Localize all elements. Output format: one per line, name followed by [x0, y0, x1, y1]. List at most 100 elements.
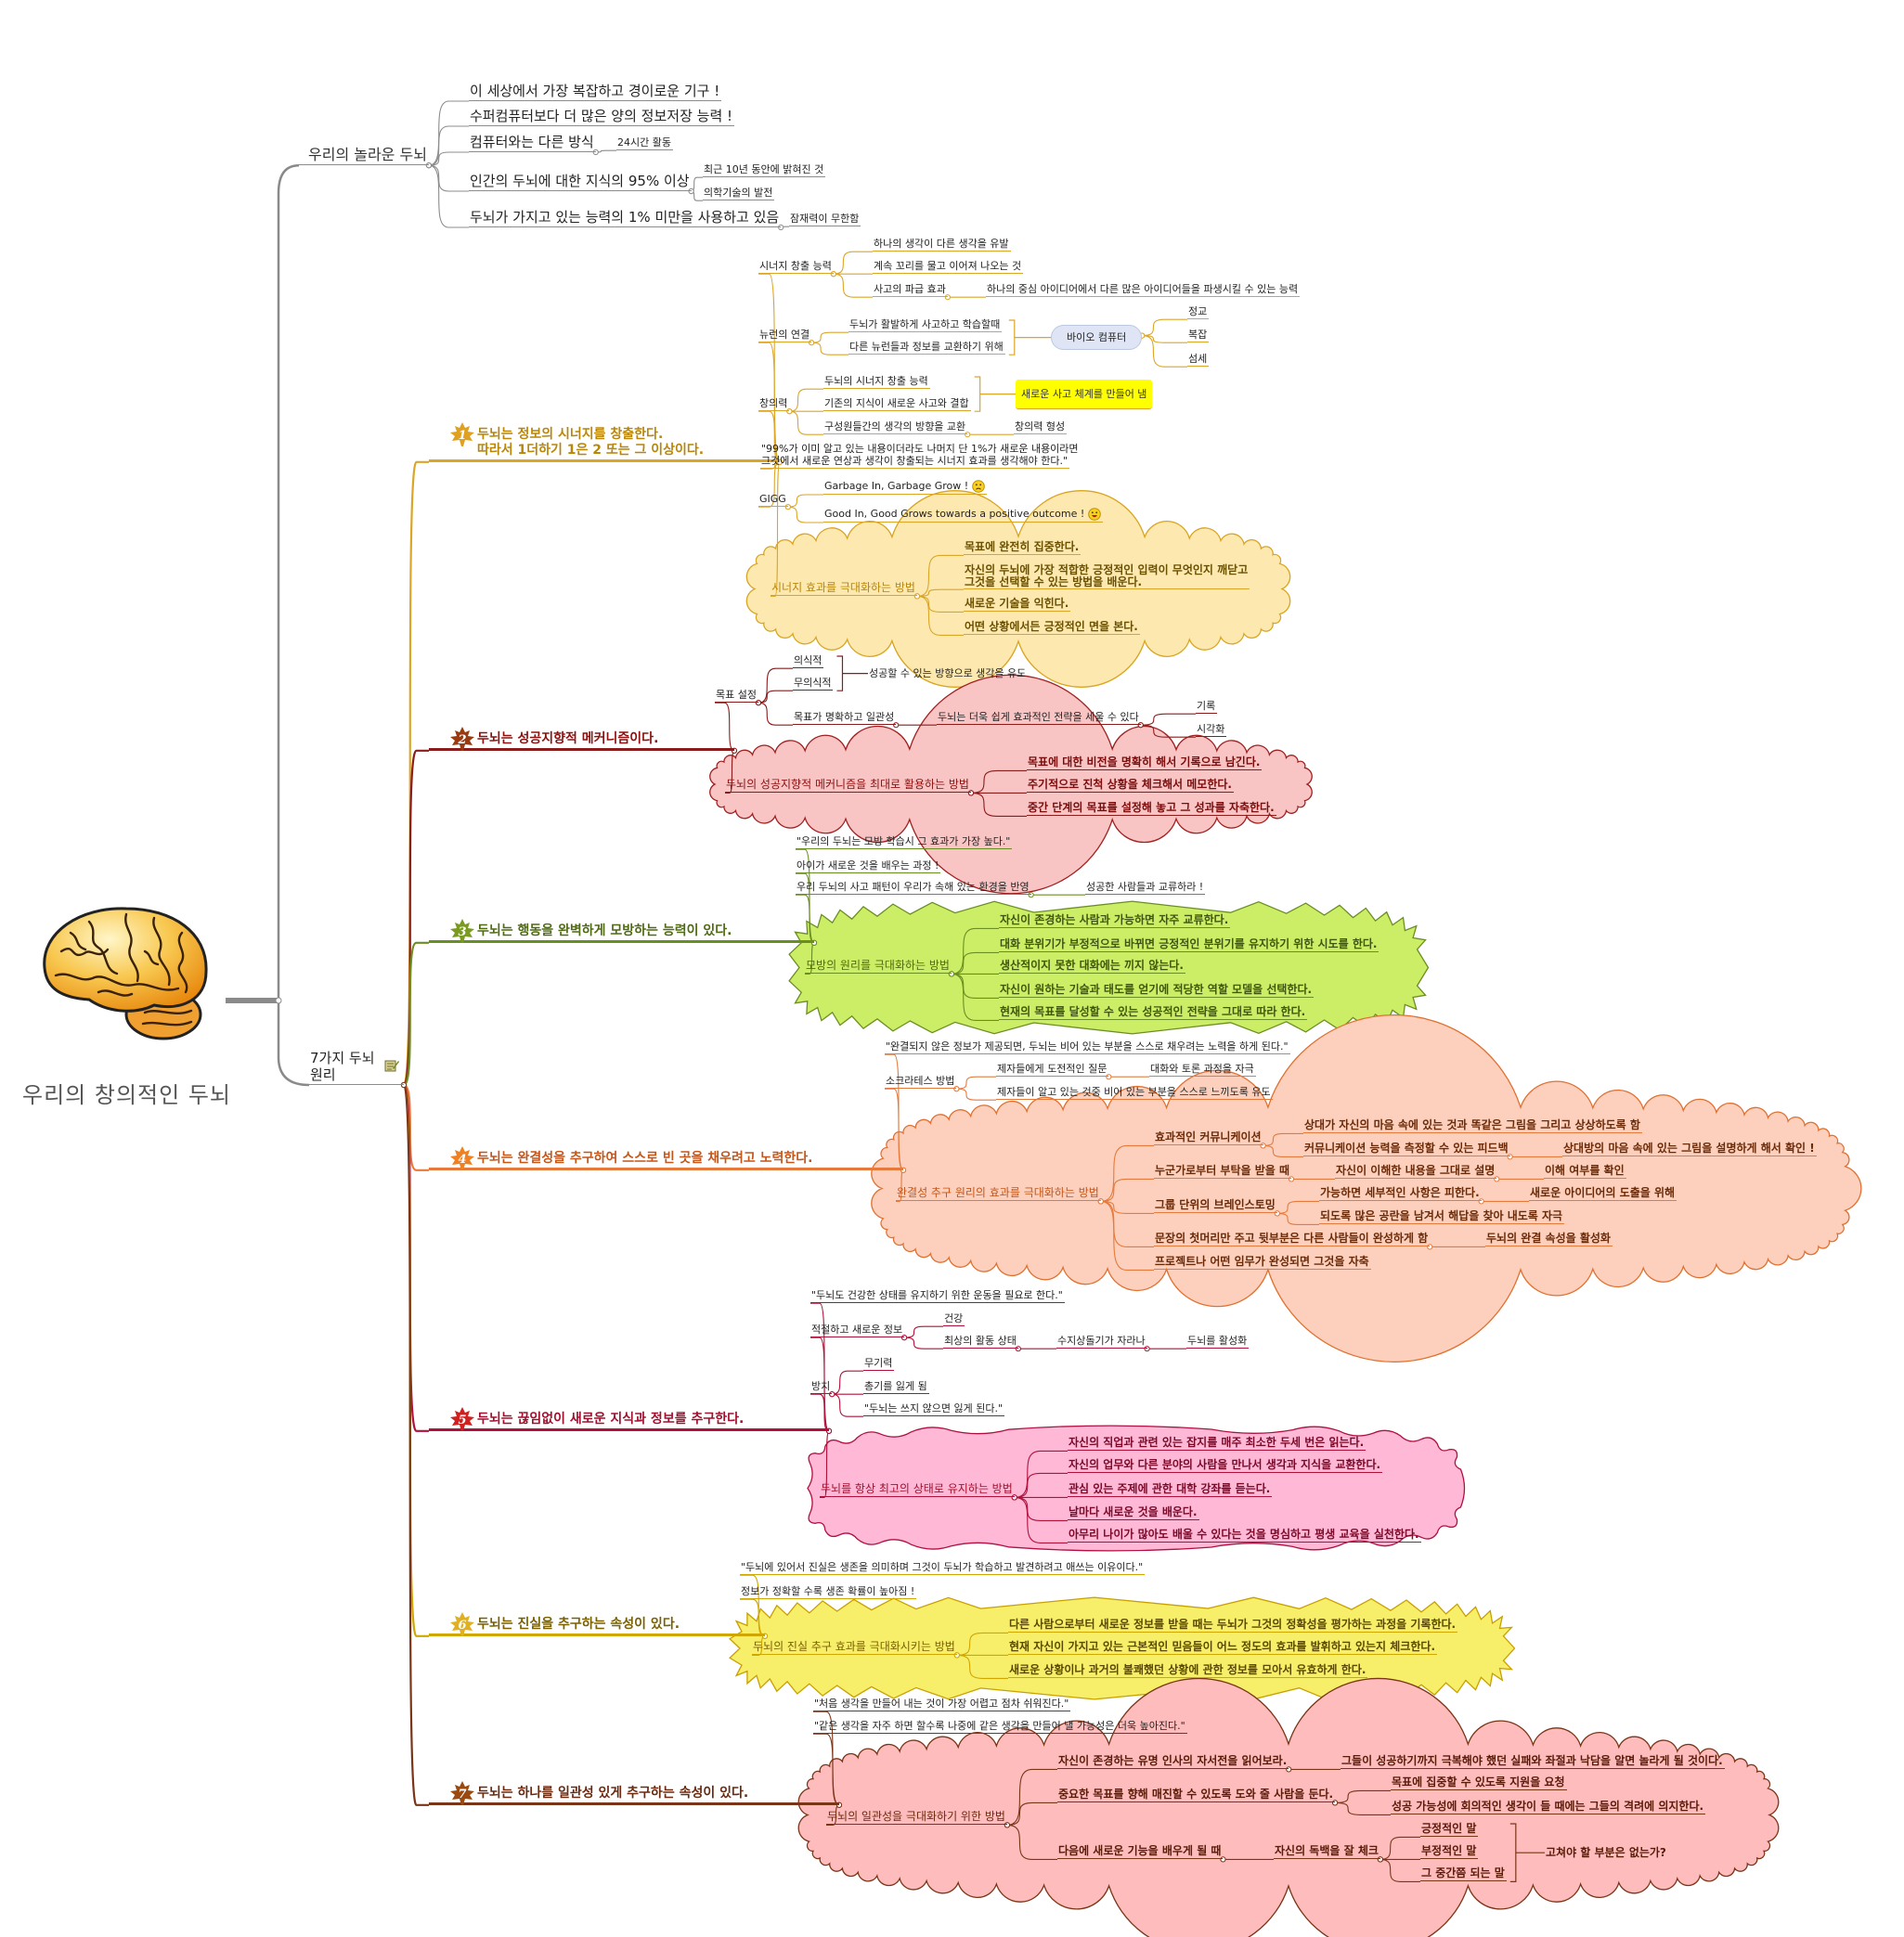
cloud-topic-s6m1[interactable]: 다른 사람으로부터 새로운 정보를 받을 때는 두뇌가 그것의 정확성을 평가하…	[1008, 1618, 1458, 1634]
topic-s2a3r1[interactable]: 기록	[1196, 700, 1218, 715]
cloud-topic-s5m5[interactable]: 아무리 나이가 많아도 배울 수 있다는 것을 명심하고 평생 교육을 실천한다…	[1068, 1528, 1421, 1543]
topic-s1b[interactable]: 뉴런의 연결	[758, 329, 812, 343]
cloud-topic-s2b3[interactable]: 중간 단계의 목표를 설정해 놓고 그 성과를 자축한다.	[1027, 801, 1276, 817]
principle-topic-m7[interactable]: 두뇌는 하나를 일관성 있게 추구하는 속성이 있다.7	[429, 1781, 839, 1805]
topic-s1c2[interactable]: 기존의 지식이 새로운 사고와 결합	[823, 397, 971, 412]
principle-topic-m1b[interactable]: 따라서 1더하기 1은 2 또는 그 이상이다.	[429, 443, 780, 462]
topic-s3n3r[interactable]: 성공한 사람들과 교류하라 !	[1085, 881, 1206, 896]
topic-s2a3[interactable]: 목표가 명확하고 일관성	[793, 711, 897, 726]
topic-a3[interactable]: 컴퓨터와는 다른 방식	[469, 134, 596, 152]
topic-s5c1[interactable]: 수지상돌기가 자라나	[1056, 1335, 1147, 1349]
topic-s2a[interactable]: 목표 설정	[715, 689, 758, 704]
cloud-topic-s1e4[interactable]: 어떤 상황에서든 긍정적인 면을 본다.	[964, 620, 1140, 636]
cloud-topic-s7k1a[interactable]: 긍정적인 말	[1420, 1822, 1479, 1838]
topic-s1a3d[interactable]: 하나의 중심 아이디어에서 다른 많은 아이디어들을 파생시킬 수 있는 능력	[986, 283, 1301, 298]
topic-bio3[interactable]: 섬세	[1187, 353, 1210, 368]
cloud-topic-s4c[interactable]: 효과적인 커뮤니케이션	[1154, 1130, 1263, 1146]
cloud-topic-s2b[interactable]: 두뇌의 성공지향적 메커니즘을 최대로 활용하는 방법	[725, 778, 971, 794]
topic-s1d[interactable]: GIGG	[758, 493, 788, 508]
topic-s1a3[interactable]: 사고의 파급 효과	[873, 283, 948, 298]
cloud-topic-s4m[interactable]: 완결성 추구 원리의 효과를 극대화하는 방법	[896, 1186, 1101, 1202]
cloud-topic-s7m[interactable]: 두뇌의 일관성을 극대화하기 위한 방법	[826, 1810, 1007, 1826]
topic-bio1[interactable]: 정교	[1187, 305, 1210, 320]
cloud-topic-s7k[interactable]: 다음에 새로운 기능을 배우게 될 때	[1057, 1844, 1224, 1860]
topic-s4s1r[interactable]: 대화와 토론 과정을 자극	[1149, 1063, 1256, 1078]
topic-s5i[interactable]: 적절하고 새로운 정보	[810, 1324, 905, 1338]
topic-s1d1[interactable]: Garbage In, Garbage Grow !	[823, 480, 988, 495]
topic-s4s1[interactable]: 제자들에게 도전적인 질문	[996, 1063, 1109, 1078]
topic-s1b2[interactable]: 다른 뉴런들과 정보를 교환하기 위해	[848, 341, 1005, 355]
principle-topic-m5[interactable]: 두뇌는 끊임없이 새로운 지식과 정보를 추구한다.5	[429, 1407, 829, 1431]
topic-s5q[interactable]: "두뇌도 건강한 상태를 유지하기 위한 운동을 필요로 한다."	[810, 1289, 1065, 1304]
topic-s4s2[interactable]: 제자들이 알고 있는 것중 비어 있는 부분을 스스로 느끼도록 유도	[996, 1086, 1273, 1101]
topic-s6n2[interactable]: 정보가 정확할 수록 생존 확률이 높아짐 !	[740, 1585, 917, 1600]
topic-s1q2[interactable]: 그것에서 새로운 연상과 생각이 창출되는 시너지 효과를 생각해야 한다."	[760, 455, 1070, 470]
topic-bio[interactable]: 바이오 컴퓨터	[1051, 325, 1143, 351]
cloud-topic-s4t1[interactable]: 두뇌의 완결 속성을 활성화	[1485, 1232, 1613, 1247]
principle-topic-m2[interactable]: 두뇌는 성공지향적 메커니즘이다.2	[429, 727, 734, 751]
cloud-topic-s5m1[interactable]: 자신의 직업과 관련 있는 잡지를 매주 최소한 두세 번은 읽는다.	[1068, 1436, 1366, 1452]
topic-a2[interactable]: 수퍼컴퓨터보다 더 많은 양의 정보저장 능력 !	[469, 108, 735, 126]
cloud-topic-s7k1c[interactable]: 그 중간쯤 되는 말	[1420, 1866, 1507, 1882]
topic-a3a[interactable]: 24시간 활동	[616, 136, 673, 151]
cloud-topic-s7s1[interactable]: 목표에 집중할 수 있도록 지원을 요청	[1391, 1776, 1567, 1791]
cloud-topic-s3m[interactable]: 모방의 원리를 극대화하는 방법	[805, 959, 952, 975]
topic-s1q1[interactable]: "99%가 이미 알고 있는 내용이더라도 나머지 단 1%가 새로운 내용이라…	[760, 443, 1081, 456]
cloud-topic-s7k1[interactable]: 자신의 독백을 잘 체크	[1274, 1844, 1380, 1860]
topic-s1a[interactable]: 시너지 창출 능력	[758, 260, 834, 275]
topic-s5n3[interactable]: "두뇌는 쓰지 않으면 잃게 된다."	[863, 1402, 1005, 1417]
cloud-topic-s3m3[interactable]: 생산적이지 못한 대화에는 끼지 않는다.	[999, 959, 1185, 975]
cloud-topic-s3m4[interactable]: 자신이 원하는 기술과 태도를 얻기에 적당한 역할 모델을 선택한다.	[999, 983, 1315, 999]
cloud-topic-s4b2[interactable]: 되도록 많은 공란을 남겨서 해답을 찾아 내도록 자극	[1319, 1209, 1565, 1225]
cloud-topic-s5m4[interactable]: 날마다 새로운 것을 배운다.	[1068, 1505, 1199, 1521]
topic-s4q[interactable]: "완결되지 않은 정보가 제공되면, 두뇌는 비어 있는 부분을 스스로 채우려…	[885, 1040, 1290, 1055]
cloud-topic-s7s2[interactable]: 성공 가능성에 회의적인 생각이 들 때에는 그들의 격려에 의지한다.	[1391, 1800, 1706, 1815]
topic-s2ar[interactable]: 성공할 수 있는 방향으로 생각을 유도	[868, 667, 1028, 680]
topic-hl[interactable]: 새로운 사고 체계를 만들어 냄	[1016, 379, 1153, 409]
topic-s5i1[interactable]: 건강	[943, 1312, 965, 1327]
cloud-topic-s1e2[interactable]: 자신의 두뇌에 가장 적합한 긍정적인 입력이 무엇인지 깨닫고 그것을 선택할…	[964, 564, 1250, 590]
cloud-topic-s4r1[interactable]: 자신이 이해한 내용을 그대로 설명	[1335, 1164, 1497, 1180]
principle-topic-m3[interactable]: 두뇌는 행동을 완벽하게 모방하는 능력이 있다.3	[429, 919, 814, 943]
cloud-topic-s2b1[interactable]: 목표에 대한 비전을 명확히 해서 기록으로 남긴다.	[1027, 755, 1263, 771]
topic-s2a3r[interactable]: 두뇌는 더욱 쉽게 효과적인 전략을 세울 수 있다	[937, 711, 1141, 726]
topic-s2a2[interactable]: 무의식적	[793, 677, 834, 691]
topic-s1a1[interactable]: 하나의 생각이 다른 생각을 유발	[873, 238, 1011, 252]
cloud-topic-s6m2[interactable]: 현재 자신이 가지고 있는 근본적인 믿음들이 어느 정도의 효과를 발휘하고 …	[1008, 1640, 1437, 1656]
topic-s4s[interactable]: 소크라테스 방법	[885, 1075, 957, 1090]
cloud-topic-s7k1b[interactable]: 부정적인 말	[1420, 1844, 1479, 1860]
cloud-topic-s4r[interactable]: 누군가로부터 부탁을 받을 때	[1154, 1164, 1292, 1180]
cloud-topic-s4b1[interactable]: 가능하면 세부적인 사항은 피한다.	[1319, 1186, 1482, 1202]
topic-a0[interactable]: 우리의 놀라운 두뇌	[299, 146, 429, 166]
topic-s7n1[interactable]: "처음 생각을 만들어 내는 것이 가장 어렵고 점차 쉬워진다."	[813, 1698, 1071, 1712]
root-topic-title[interactable]: 우리의 창의적인 두뇌	[22, 1082, 231, 1108]
cloud-topic-s5m[interactable]: 두뇌를 항상 최고의 상태로 유지하는 방법	[820, 1482, 1015, 1498]
topic-s1c[interactable]: 창의력	[758, 397, 790, 412]
topic-s2a3r2[interactable]: 시각화	[1196, 723, 1227, 738]
principle-topic-m1[interactable]: 두뇌는 정보의 시너지를 창출한다.1	[429, 422, 665, 446]
topic-s7n2[interactable]: "같은 생각을 자주 하면 할수록 나중에 같은 생각을 만들어 낼 가능성은 …	[813, 1720, 1187, 1735]
topic-s1a2[interactable]: 계속 꼬리를 물고 이어져 나오는 것	[873, 260, 1024, 275]
cloud-topic-s4t[interactable]: 문장의 첫머리만 주고 뒷부분은 다른 사람들이 완성하게 함	[1154, 1232, 1431, 1247]
cloud-topic-s3m1[interactable]: 자신이 존경하는 사람과 가능하면 자주 교류한다.	[999, 913, 1231, 929]
cloud-topic-s7s[interactable]: 중요한 목표를 향해 매진할 수 있도록 도와 줄 사람을 둔다.	[1057, 1788, 1336, 1803]
topic-s1c3r[interactable]: 창의력 형성	[1014, 420, 1068, 435]
principle-topic-m6[interactable]: 두뇌는 진실을 추구하는 속성이 있다.6	[429, 1612, 765, 1636]
note-icon[interactable]	[384, 1059, 399, 1072]
cloud-topic-s4b[interactable]: 그룹 단위의 브레인스토밍	[1154, 1198, 1277, 1214]
cloud-topic-s4c2r[interactable]: 상대방의 마음 속에 있는 그림을 설명하게 해서 확인 !	[1562, 1142, 1817, 1157]
topic-p0b[interactable]: 원리	[309, 1066, 404, 1085]
topic-s3n3[interactable]: 우리 두뇌의 사고 패턴이 우리가 속해 있는 환경을 반영	[796, 881, 1031, 896]
topic-s1c3[interactable]: 구성원들간의 생각의 방향을 교환	[823, 420, 968, 435]
topic-s1c1[interactable]: 두뇌의 시너지 창출 능력	[823, 375, 930, 390]
cloud-topic-s4c2[interactable]: 커뮤니케이션 능력을 측정할 수 있는 피드백	[1303, 1142, 1510, 1157]
cloud-topic-s4r2[interactable]: 이해 여부를 확인	[1544, 1164, 1626, 1180]
cloud-topic-s4c1[interactable]: 상대가 자신의 마음 속에 있는 것과 똑같은 그림을 그리고 상상하도록 함	[1303, 1118, 1642, 1134]
topic-s5n[interactable]: 방치	[810, 1380, 833, 1395]
topic-s6n1[interactable]: "두뇌에 있어서 진실은 생존을 의미하며 그것이 두뇌가 학습하고 발견하려고…	[740, 1561, 1146, 1576]
topic-a5a[interactable]: 잠재력이 무한함	[789, 213, 861, 227]
topic-bio2[interactable]: 복잡	[1187, 329, 1210, 343]
topic-s1b1[interactable]: 두뇌가 활발하게 사고하고 학습할때	[848, 318, 1003, 333]
cloud-topic-s7kr[interactable]: 고쳐야 할 부분은 없는가?	[1545, 1846, 1668, 1860]
cloud-topic-s5m2[interactable]: 자신의 업무와 다른 분야의 사람을 만나서 생각과 지식을 교환한다.	[1068, 1458, 1383, 1474]
